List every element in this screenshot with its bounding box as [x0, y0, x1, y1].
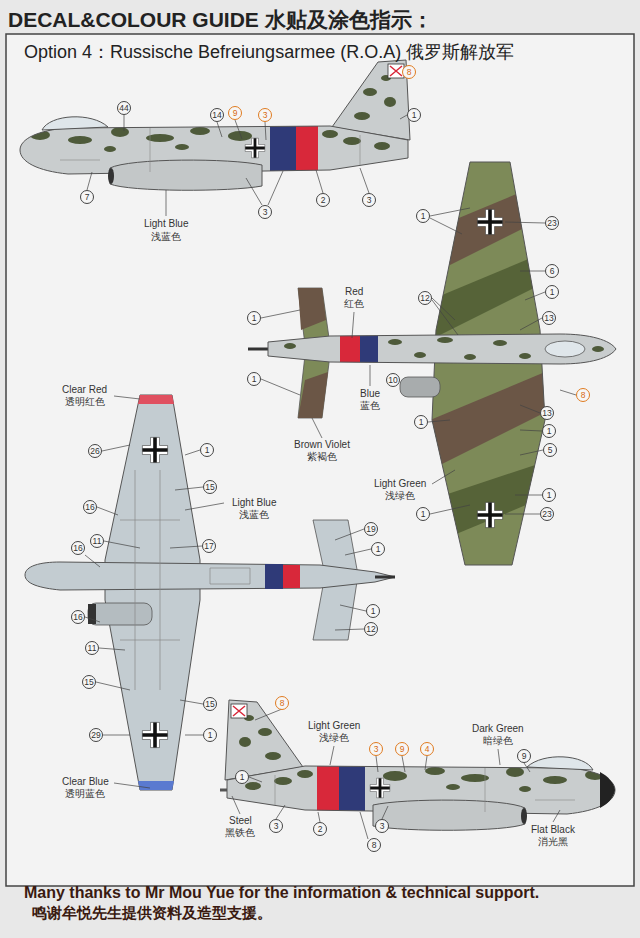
- callout-number: 2: [313, 822, 327, 836]
- colour-label: Light Green: [374, 478, 426, 490]
- caption-text: 鸣谢牟悦先生提供资料及造型支援。: [32, 904, 272, 923]
- underside-view: [25, 395, 395, 790]
- callout-number: 16: [71, 541, 85, 555]
- upper-planform: [248, 162, 616, 565]
- colour-label: Light Blue: [232, 497, 276, 509]
- callout-number: 1: [203, 728, 217, 742]
- callout-number: 9: [228, 106, 242, 120]
- colour-label: 暗绿色: [483, 735, 513, 747]
- callout-number: 2: [316, 193, 330, 207]
- colour-label: 透明蓝色: [65, 788, 105, 800]
- callout-number: 3: [269, 819, 283, 833]
- frame: [6, 34, 634, 886]
- colour-label: 蓝色: [360, 400, 380, 412]
- callout-number: 23: [540, 507, 554, 521]
- colour-label: 浅绿色: [319, 732, 349, 744]
- callout-number: 12: [364, 622, 378, 636]
- callout-number: 1: [247, 372, 261, 386]
- callout-number: 17: [202, 539, 216, 553]
- callout-number: 1: [416, 507, 430, 521]
- callout-number: 1: [414, 415, 428, 429]
- colour-label: Clear Blue: [62, 776, 109, 788]
- callout-number: 16: [83, 500, 97, 514]
- callout-number: 8: [275, 696, 289, 710]
- callout-number: 9: [517, 749, 531, 763]
- colour-label: Clear Red: [62, 384, 107, 396]
- title-text: DECAL&COLOUR GUIDE 水贴及涂色指示：: [8, 6, 433, 34]
- callout-number: 26: [88, 444, 102, 458]
- callout-number: 3: [258, 108, 272, 122]
- colour-label: Blue: [360, 388, 380, 400]
- callout-number: 1: [542, 424, 556, 438]
- callout-number: 15: [203, 480, 217, 494]
- callout-number: 13: [540, 406, 554, 420]
- colour-label: Dark Green: [472, 723, 524, 735]
- colour-label: 浅绿色: [385, 490, 415, 502]
- side-view-left: [20, 60, 410, 190]
- callout-number: 16: [71, 610, 85, 624]
- caption-text: Many thanks to Mr Mou Yue for the inform…: [24, 884, 539, 902]
- callout-number: 3: [369, 742, 383, 756]
- callout-number: 11: [85, 641, 99, 655]
- callout-number: 6: [545, 264, 559, 278]
- callout-number: 13: [542, 311, 556, 325]
- colour-label: 浅蓝色: [151, 231, 181, 243]
- callout-number: 29: [89, 728, 103, 742]
- colour-label: Brown Violet: [294, 439, 350, 451]
- callout-number: 1: [366, 604, 380, 618]
- callout-number: 10: [386, 373, 400, 387]
- colour-label: 紫褐色: [307, 451, 337, 463]
- colour-label: Red: [345, 286, 363, 298]
- leader-lines: [85, 115, 576, 839]
- callout-number: 7: [80, 190, 94, 204]
- colour-label: Steel: [229, 815, 252, 827]
- colour-label: 消光黑: [538, 836, 568, 848]
- callout-number: 1: [416, 209, 430, 223]
- callout-number: 1: [545, 285, 559, 299]
- colour-label: 红色: [344, 298, 364, 310]
- callout-number: 3: [362, 193, 376, 207]
- callout-number: 1: [371, 542, 385, 556]
- callout-number: 19: [364, 522, 378, 536]
- callout-number: 1: [407, 108, 421, 122]
- option-heading: Option 4：Russische Befreiungsarmee (R.O.…: [24, 40, 514, 64]
- callout-number: 4: [420, 742, 434, 756]
- callout-number: 9: [395, 742, 409, 756]
- colour-label: 浅蓝色: [239, 509, 269, 521]
- callout-number: 3: [375, 819, 389, 833]
- colour-label: Light Blue: [144, 218, 188, 230]
- callout-number: 8: [367, 838, 381, 852]
- callout-number: 1: [542, 488, 556, 502]
- callout-number: 8: [402, 65, 416, 79]
- callout-number: 44: [117, 101, 131, 115]
- colour-label: Light Green: [308, 720, 360, 732]
- callout-number: 15: [203, 697, 217, 711]
- callout-number: 23: [545, 216, 559, 230]
- callout-number: 1: [247, 311, 261, 325]
- colour-label: Flat Black: [531, 824, 575, 836]
- side-view-right: [220, 700, 615, 830]
- callout-number: 12: [418, 291, 432, 305]
- callout-number: 14: [210, 108, 224, 122]
- callout-number: 1: [200, 443, 214, 457]
- callout-number: 3: [258, 205, 272, 219]
- callout-number: 5: [543, 443, 557, 457]
- colour-label: 透明红色: [65, 396, 105, 408]
- colour-label: 黑铁色: [225, 827, 255, 839]
- callout-number: 8: [576, 388, 590, 402]
- callout-number: 15: [82, 675, 96, 689]
- callout-number: 11: [90, 534, 104, 548]
- callout-number: 1: [235, 770, 249, 784]
